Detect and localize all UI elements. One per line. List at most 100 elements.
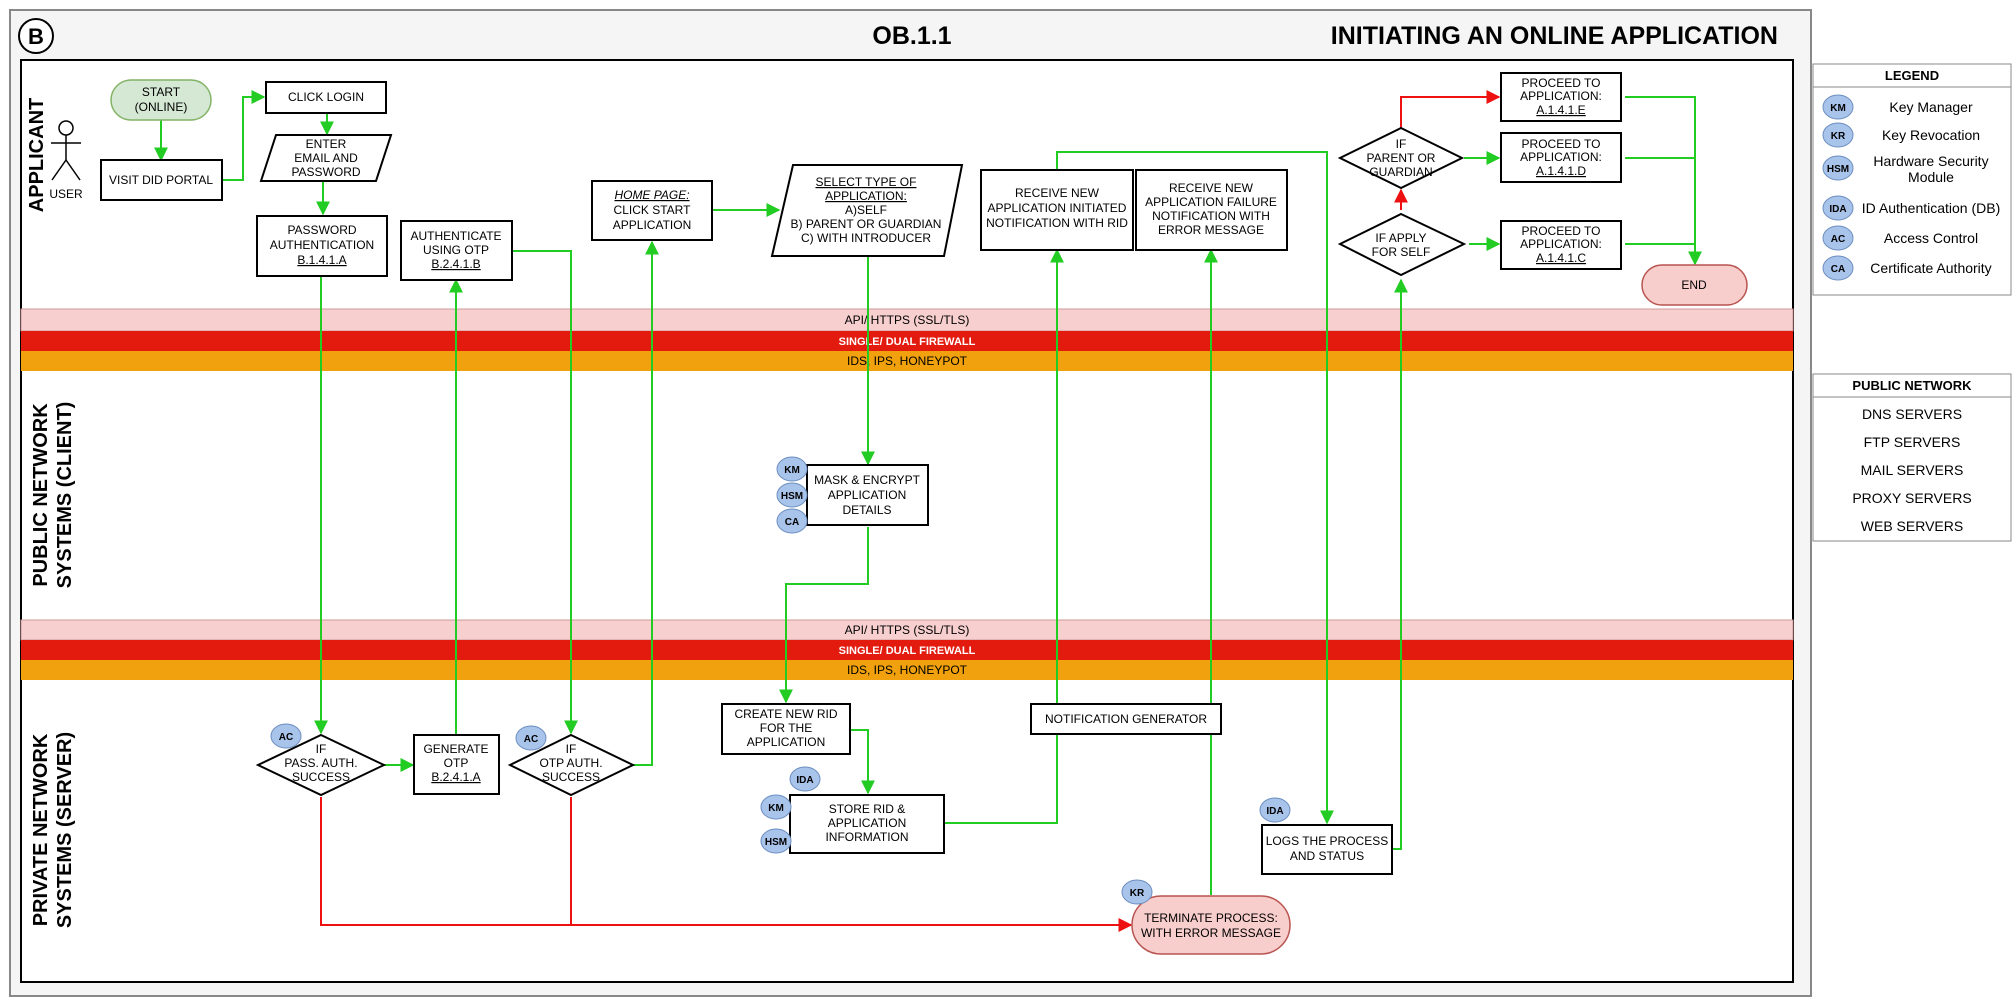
- ids-band-label-2: IDS, IPS, HONEYPOT: [847, 663, 968, 677]
- svg-text:TERMINATE PROCESS:: TERMINATE PROCESS:: [1144, 911, 1278, 925]
- svg-text:B: B: [28, 24, 44, 49]
- proceed-application-c-step[interactable]: PROCEED TO APPLICATION: A.1.4.1.C: [1500, 220, 1622, 270]
- receive-initiated-notification-step[interactable]: RECEIVE NEW APPLICATION INITIATED NOTIFI…: [980, 169, 1134, 251]
- svg-text:WITH ERROR MESSAGE: WITH ERROR MESSAGE: [1141, 926, 1281, 940]
- svg-text:SYSTEMS (SERVER): SYSTEMS (SERVER): [54, 732, 76, 928]
- svg-text:HSM: HSM: [781, 491, 803, 502]
- svg-text:APPLICATION:: APPLICATION:: [825, 189, 907, 203]
- proxy-servers-item: PROXY SERVERS: [1852, 490, 1971, 506]
- svg-text:(ONLINE): (ONLINE): [135, 100, 188, 114]
- visit-did-portal-step[interactable]: VISIT DID PORTAL: [100, 159, 223, 201]
- svg-text:FOR THE: FOR THE: [760, 721, 812, 735]
- svg-text:END: END: [1681, 278, 1707, 292]
- svg-text:AUTHENTICATION: AUTHENTICATION: [270, 238, 374, 252]
- security-bands-lower: API/ HTTPS (SSL/TLS) SINGLE/ DUAL FIREWA…: [20, 619, 1794, 680]
- svg-text:CA: CA: [1831, 264, 1845, 275]
- proceed-application-d-step[interactable]: PROCEED TO APPLICATION: A.1.4.1.D: [1500, 132, 1622, 183]
- svg-text:B) PARENT OR GUARDIAN: B) PARENT OR GUARDIAN: [791, 217, 942, 231]
- svg-text:ERROR MESSAGE: ERROR MESSAGE: [1158, 223, 1264, 237]
- svg-text:CREATE NEW RID: CREATE NEW RID: [734, 707, 837, 721]
- generate-otp-step[interactable]: GENERATE OTP B.2.4.1.A: [413, 734, 500, 795]
- svg-text:Key Manager: Key Manager: [1889, 99, 1973, 115]
- authenticate-otp-step[interactable]: AUTHENTICATE USING OTP B.2.4.1.B: [400, 220, 513, 281]
- ftp-servers-item: FTP SERVERS: [1864, 434, 1961, 450]
- svg-text:APPLICATION INITIATED: APPLICATION INITIATED: [988, 201, 1127, 215]
- lane-private: PRIVATE NETWORK SYSTEMS (SERVER): [30, 732, 76, 928]
- svg-text:APPLICATION: APPLICATION: [828, 816, 906, 830]
- svg-text:APPLICATION:: APPLICATION:: [1520, 150, 1602, 164]
- store-rid-step[interactable]: STORE RID & APPLICATION INFORMATION: [789, 794, 945, 854]
- svg-text:Access Control: Access Control: [1884, 230, 1978, 246]
- if-otp-auth-success-decision[interactable]: IF OTP AUTH. SUCCESS: [507, 733, 636, 797]
- svg-text:VISIT DID PORTAL: VISIT DID PORTAL: [109, 173, 213, 187]
- svg-text:SYSTEMS (CLIENT): SYSTEMS (CLIENT): [54, 402, 76, 589]
- dns-servers-item: DNS SERVERS: [1862, 406, 1962, 422]
- svg-text:KM: KM: [768, 803, 784, 814]
- create-rid-step[interactable]: CREATE NEW RID FOR THE APPLICATION: [721, 703, 851, 755]
- svg-text:IF: IF: [566, 742, 577, 756]
- if-parent-guardian-decision[interactable]: IF PARENT OR GUARDIAN: [1337, 126, 1465, 190]
- user-icon: [51, 120, 81, 181]
- click-login-step[interactable]: CLICK LOGIN: [265, 81, 387, 114]
- receive-failure-notification-step[interactable]: RECEIVE NEW APPLICATION FAILURE NOTIFICA…: [1135, 169, 1288, 251]
- svg-text:OTP: OTP: [444, 756, 469, 770]
- svg-text:CLICK START: CLICK START: [614, 203, 692, 217]
- svg-text:INFORMATION: INFORMATION: [825, 830, 908, 844]
- svg-text:PARENT OR: PARENT OR: [1367, 151, 1436, 165]
- legend-item-ca: CA Certificate Authority: [1822, 255, 1992, 281]
- legend-item-ida: IDA ID Authentication (DB): [1822, 195, 2000, 221]
- badge-hsm-mask: HSM: [776, 482, 808, 508]
- mask-encrypt-step[interactable]: MASK & ENCRYPT APPLICATION DETAILS: [806, 464, 929, 526]
- svg-text:A.1.4.1.E: A.1.4.1.E: [1536, 103, 1585, 117]
- end-node[interactable]: END: [1641, 264, 1748, 306]
- svg-text:HOME PAGE:: HOME PAGE:: [614, 188, 689, 202]
- svg-text:CA: CA: [785, 517, 799, 528]
- home-page-step[interactable]: HOME PAGE: CLICK START APPLICATION: [591, 180, 713, 241]
- start-node[interactable]: START (ONLINE): [110, 79, 212, 121]
- badge-ac-otp: AC: [515, 725, 547, 751]
- terminate-process-node[interactable]: TERMINATE PROCESS: WITH ERROR MESSAGE: [1131, 895, 1291, 955]
- svg-text:NOTIFICATION WITH: NOTIFICATION WITH: [1152, 209, 1270, 223]
- svg-text:SELECT TYPE OF: SELECT TYPE OF: [816, 175, 917, 189]
- security-bands-upper: API/ HTTPS (SSL/TLS) SINGLE/ DUAL FIREWA…: [20, 308, 1794, 371]
- svg-text:APPLICATION FAILURE: APPLICATION FAILURE: [1145, 195, 1277, 209]
- if-password-auth-success-decision[interactable]: IF PASS. AUTH. SUCCESS: [255, 733, 387, 797]
- badge-kr-terminate: KR: [1121, 879, 1153, 905]
- svg-text:APPLICATION:: APPLICATION:: [1520, 237, 1602, 251]
- svg-text:EMAIL AND: EMAIL AND: [294, 151, 358, 165]
- legend-title: LEGEND: [1885, 68, 1939, 83]
- svg-text:PASSWORD: PASSWORD: [287, 223, 356, 237]
- mail-servers-item: MAIL SERVERS: [1861, 462, 1964, 478]
- svg-text:Key Revocation: Key Revocation: [1882, 127, 1980, 143]
- svg-text:AUTHENTICATE: AUTHENTICATE: [410, 229, 501, 243]
- svg-text:NOTIFICATION WITH RID: NOTIFICATION WITH RID: [986, 216, 1128, 230]
- svg-text:HSM: HSM: [1827, 164, 1849, 175]
- notification-generator-step[interactable]: NOTIFICATION GENERATOR: [1030, 703, 1222, 735]
- lane-public: PUBLIC NETWORK SYSTEMS (CLIENT): [30, 402, 76, 589]
- api-band-label-2: API/ HTTPS (SSL/TLS): [845, 623, 970, 637]
- svg-text:STORE RID &: STORE RID &: [829, 802, 905, 816]
- svg-text:KM: KM: [784, 465, 800, 476]
- badge-ac-pass: AC: [270, 723, 302, 749]
- if-apply-for-self-decision[interactable]: IF APPLY FOR SELF: [1337, 212, 1467, 277]
- password-authentication-step[interactable]: PASSWORD AUTHENTICATION B.1.4.1.A: [256, 215, 388, 277]
- logs-process-status-step[interactable]: LOGS THE PROCESS AND STATUS: [1261, 824, 1393, 875]
- svg-text:Module: Module: [1908, 169, 1954, 185]
- svg-text:APPLICATION:: APPLICATION:: [1520, 89, 1602, 103]
- svg-text:PRIVATE NETWORK: PRIVATE NETWORK: [30, 733, 52, 926]
- svg-text:Certificate Authority: Certificate Authority: [1870, 260, 1991, 276]
- svg-text:IDA: IDA: [1829, 204, 1846, 215]
- svg-text:NOTIFICATION GENERATOR: NOTIFICATION GENERATOR: [1045, 712, 1207, 726]
- svg-text:C) WITH INTRODUCER: C) WITH INTRODUCER: [801, 231, 931, 245]
- diagram-code: OB.1.1: [872, 22, 951, 50]
- legend-item-kr: KR Key Revocation: [1822, 122, 1980, 148]
- api-band-label: API/ HTTPS (SSL/TLS): [845, 313, 970, 327]
- proceed-application-e-step[interactable]: PROCEED TO APPLICATION: A.1.4.1.E: [1500, 72, 1622, 122]
- svg-text:KM: KM: [1830, 103, 1846, 114]
- svg-text:PROCEED TO: PROCEED TO: [1522, 76, 1601, 90]
- enter-email-input-step[interactable]: ENTER EMAIL AND PASSWORD: [259, 134, 393, 182]
- svg-text:IF: IF: [316, 742, 327, 756]
- section-badge: B: [18, 18, 54, 54]
- select-application-type-step[interactable]: SELECT TYPE OF APPLICATION: A)SELF B) PA…: [770, 164, 964, 257]
- svg-text:SUCCESS: SUCCESS: [542, 770, 600, 784]
